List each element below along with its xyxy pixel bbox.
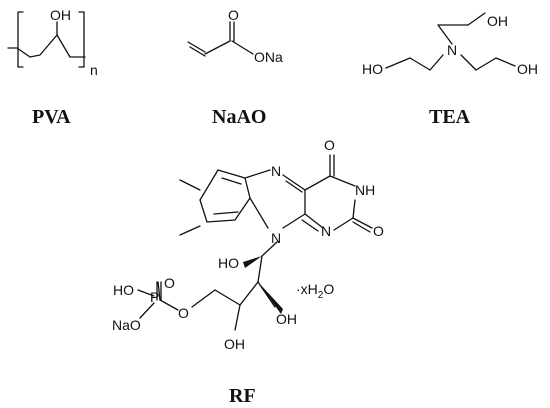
tea-oh-right: OH (517, 61, 538, 77)
pva-oh-label: OH (50, 7, 71, 23)
pva-n-subscript: n (90, 62, 98, 78)
naao-ona-label: ONa (254, 49, 283, 65)
tea-n-atom: N (447, 42, 457, 58)
naao-structure: O ONa (187, 7, 283, 65)
rf-phosphate-ho: HO (113, 282, 134, 298)
naao-carbonyl-o: O (228, 7, 239, 23)
rf-carbonyl-o-right: O (373, 223, 384, 239)
rf-caption: RF (229, 385, 256, 407)
rf-carbonyl-o-top: O (324, 137, 335, 153)
rf-structure: O NH O N N N HO OH OH ·xH2O O HO P NaO O (112, 137, 384, 352)
rf-phosphate-nao: NaO (112, 317, 141, 333)
tea-oh-top: OH (487, 13, 508, 29)
pva-caption: PVA (32, 106, 71, 128)
rf-oh-chain: OH (276, 311, 297, 327)
rf-oh-bottom: OH (224, 336, 245, 352)
tea-ho-left: HO (362, 61, 383, 77)
rf-phosphorus: P (150, 289, 159, 305)
rf-n-lower: N (271, 230, 281, 246)
tea-structure: OH N HO OH (362, 12, 538, 77)
rf-nh-label: NH (355, 182, 375, 198)
rf-phosphate-o-top: O (164, 275, 175, 291)
rf-hydrate-label: ·xH2O (296, 281, 334, 301)
rf-n-upper: N (271, 163, 281, 179)
pva-structure: OH n (7, 7, 98, 78)
rf-n-ring: N (321, 223, 331, 239)
rf-ester-o: O (178, 305, 189, 321)
rf-ho-upper: HO (218, 255, 239, 271)
tea-caption: TEA (429, 106, 471, 128)
naao-caption: NaAO (212, 106, 266, 128)
